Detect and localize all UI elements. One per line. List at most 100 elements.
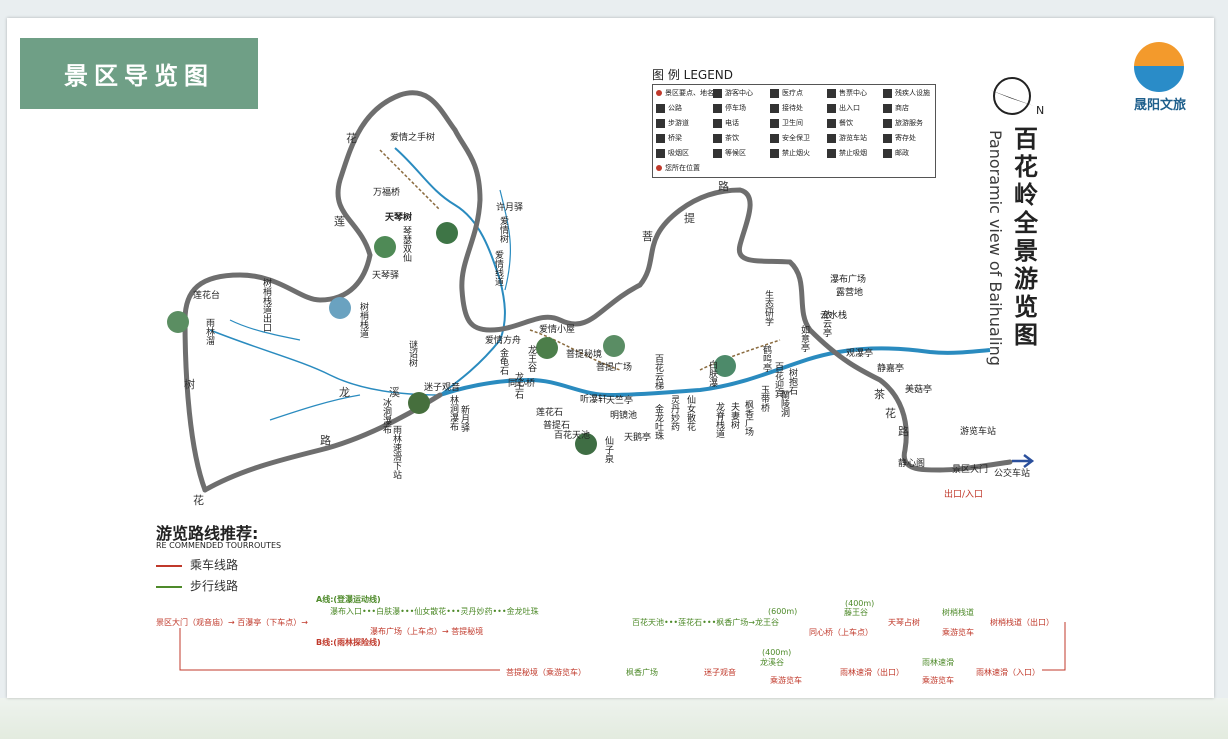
- legend-item: 茶饮: [713, 133, 739, 143]
- legend-item: 接待处: [770, 103, 803, 113]
- place-label: 瀑布广场: [830, 275, 867, 285]
- place-label: 仙女散花: [685, 395, 695, 431]
- highway-lines: [182, 90, 1013, 493]
- route-b-steps: 瀑布广场（上车点）→ 菩提秘境: [370, 627, 484, 636]
- place-label: 夫妻树: [729, 402, 739, 429]
- place-label: 金龙吐珠: [653, 404, 663, 440]
- photo-marker: [603, 335, 625, 357]
- place-label: 百花云梯: [653, 354, 663, 390]
- route-stop-1: 藤王谷: [844, 608, 868, 617]
- legend-label: 您所在位置: [665, 164, 700, 172]
- route-connectors: [179, 622, 1066, 671]
- place-label: 林涧瀑布: [448, 395, 458, 431]
- place-label: 爱情方舟: [485, 336, 522, 346]
- legend-item: 游客中心: [713, 88, 753, 98]
- legend-label: 医疗点: [782, 89, 803, 97]
- place-label: 菩提秘境: [566, 350, 603, 360]
- photo-marker: [536, 337, 558, 359]
- place-label: 灵丹妙药: [669, 395, 679, 431]
- photo-marker: [408, 392, 430, 414]
- legend-label: 吸烟区: [668, 149, 689, 157]
- legend-symbol-icon: [883, 148, 892, 158]
- route-stop-5: 树梢栈道（出口）: [990, 618, 1054, 627]
- routes-heading-en: RE COMMENDED TOURROUTES: [156, 541, 282, 550]
- walk-line-icon: [156, 585, 182, 588]
- legend-item: 桥梁: [656, 133, 682, 143]
- route-mid: 百花天池•••莲花石•••枫香广场→龙王谷: [632, 618, 780, 627]
- routes-heading: 游览路线推荐:: [156, 524, 259, 543]
- place-label: 菩提广场: [596, 363, 633, 373]
- legend-item: 医疗点: [770, 88, 803, 98]
- scenic-photos: [167, 222, 736, 455]
- legend-label: 步游道: [668, 119, 689, 127]
- route-return-1a: 雨林速滑: [922, 658, 954, 667]
- legend-label: 景区要点、地名: [665, 89, 714, 97]
- road-name: 花: [346, 132, 357, 145]
- route-return-exit: 雨林速滑（出口）: [840, 668, 904, 677]
- place-label: 明镜池: [610, 411, 638, 421]
- river-lines: [209, 147, 991, 421]
- legend-symbol-icon: [656, 133, 665, 143]
- place-label: 树抱石: [787, 368, 797, 395]
- road-name: 路: [718, 180, 729, 193]
- legend-item: 等候区: [713, 148, 746, 158]
- legend-label: 游览车站: [839, 134, 867, 142]
- legend-item: 卫生间: [770, 118, 803, 128]
- place-label: 静嘉亭: [877, 364, 905, 374]
- photo-marker: [575, 433, 597, 455]
- legend-item: 吸烟区: [656, 148, 689, 158]
- road-name: 莲: [334, 215, 345, 228]
- route-return-5: 菩提秘境（乘游览车）: [506, 668, 586, 677]
- walkway-lines: [379, 149, 781, 371]
- river-branch-1: [229, 319, 301, 341]
- exit-arrow-icon: [1012, 454, 1035, 468]
- legend-item: 旅游服务: [883, 118, 923, 128]
- legend-item: 餐饮: [827, 118, 853, 128]
- legend-box: [652, 84, 936, 178]
- place-label: 百花天池: [554, 431, 591, 441]
- road-name: 茶: [874, 388, 885, 401]
- place-label: 莲花台: [193, 291, 221, 301]
- legend-item: 安全保卫: [770, 133, 810, 143]
- walkway-3: [699, 339, 781, 371]
- road-name: 溪: [389, 386, 400, 399]
- legend-label: 餐饮: [839, 119, 853, 127]
- legend-symbol-icon: [770, 133, 779, 143]
- route-dist-3: (400m): [762, 648, 792, 657]
- highway-main: [182, 90, 1013, 493]
- legend-label: 邮政: [895, 149, 909, 157]
- legend-symbol-icon: [883, 103, 892, 113]
- place-label: 莲花石: [536, 408, 564, 418]
- place-label: 普提石: [543, 421, 571, 431]
- legend-item: 出入口: [827, 103, 860, 113]
- place-label: 金龟石: [498, 348, 508, 375]
- place-label: 迷子观音: [424, 383, 461, 393]
- legend-symbol-icon: [713, 88, 722, 98]
- road-name: 路: [320, 434, 331, 447]
- place-label: 枫香广场: [743, 400, 753, 436]
- river-branch-3: [499, 189, 512, 291]
- river-north: [394, 147, 506, 396]
- legend-symbol-icon: [713, 148, 722, 158]
- legend-symbol-icon: [827, 88, 836, 98]
- route-stop-3: 天琴占树: [888, 618, 920, 627]
- route-return-2b: 乘游览车: [770, 676, 802, 685]
- river-main: [439, 346, 991, 398]
- legend-item: 景区要点、地名: [656, 88, 714, 98]
- walkway-1: [379, 149, 441, 211]
- route-key-bus: 乘车线路: [156, 556, 238, 573]
- compass-icon: [990, 77, 1034, 115]
- legend-symbol-icon: [827, 103, 836, 113]
- road-name: 路: [898, 425, 909, 438]
- place-label: 天琴树: [385, 213, 413, 223]
- legend-label: 接待处: [782, 104, 803, 112]
- legend-symbol-icon: [770, 118, 779, 128]
- place-label: 雨林速滑下站: [391, 425, 401, 479]
- legend-item: 游览车站: [827, 133, 867, 143]
- legend-label: 卫生间: [782, 119, 803, 127]
- route-dist-2: (400m): [845, 599, 875, 608]
- place-label: 万福桥: [373, 188, 401, 198]
- route-return-entry: 雨林速滑（入口）: [976, 668, 1040, 677]
- legend-label: 售票中心: [839, 89, 867, 97]
